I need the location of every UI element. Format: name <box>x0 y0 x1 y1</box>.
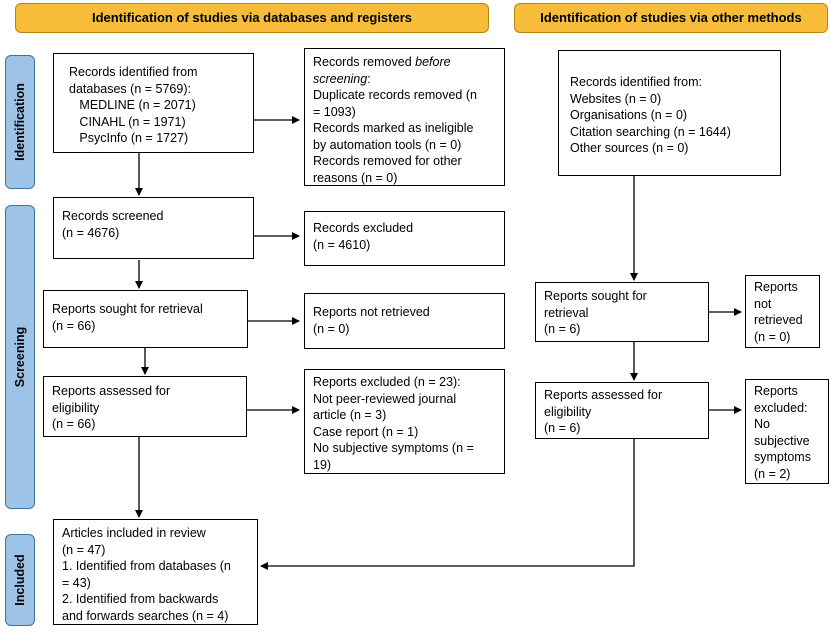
phase-identification: Identification <box>5 55 35 189</box>
header-databases: Identification of studies via databases … <box>15 3 489 33</box>
other-sought-line: (n = 6) <box>544 322 581 336</box>
records-removed-before-screening: Records removed before screening: Duplic… <box>304 48 505 186</box>
other-not-retrieved-line: not <box>754 296 772 311</box>
records-excluded: Records excluded (n = 4610) <box>304 211 505 266</box>
sought-line: (n = 66) <box>52 318 96 333</box>
included-line: 2. Identified from backwards <box>62 592 219 606</box>
not-retrieved-line: Reports not retrieved <box>313 305 430 319</box>
articles-included: Articles included in review (n = 47) 1. … <box>53 519 258 625</box>
other-excluded-line: excluded: <box>754 400 808 415</box>
other-sought-line: retrieval <box>544 305 589 320</box>
other-excluded-line: subjective <box>754 433 810 448</box>
other-line: Citation searching (n = 1644) <box>570 124 731 139</box>
other-line: Websites (n = 0) <box>570 91 662 106</box>
reports-excluded: Reports excluded (n = 23): Not peer-revi… <box>304 369 505 474</box>
reports-excluded-line: Case report (n = 1) <box>313 424 419 439</box>
included-line: (n = 47) <box>62 542 106 557</box>
records-identified-databases: Records identified from databases (n = 5… <box>53 53 254 153</box>
reports-excluded-line: Not peer-reviewed journal <box>313 391 457 406</box>
removed-line: reasons (n = 0) <box>313 170 398 185</box>
other-assessed-line: Reports assessed for <box>544 388 663 402</box>
removed-heading: Records removed before <box>313 55 451 69</box>
removed-line: Records marked as ineligible <box>313 121 474 135</box>
other-excluded-line: symptoms <box>754 450 811 464</box>
reports-excluded-line: No subjective symptoms (n = <box>313 441 474 455</box>
included-line: 1. Identified from databases (n <box>62 559 231 573</box>
other-reports-sought: Reports sought for retrieval (n = 6) <box>535 282 709 342</box>
other-sought-line: Reports sought for <box>544 289 647 303</box>
removed-line: Duplicate records removed (n <box>313 88 477 102</box>
assessed-line: (n = 66) <box>52 417 96 431</box>
db-line: PsycInfo (n = 1727) <box>69 131 189 145</box>
other-assessed-line: eligibility <box>544 404 592 419</box>
db-line: CINAHL (n = 1971) <box>69 114 186 129</box>
reports-excluded-line: 19) <box>313 457 332 472</box>
other-excluded-line: Reports <box>754 384 798 398</box>
other-line: Organisations (n = 0) <box>570 108 688 122</box>
other-not-retrieved-line: Reports <box>754 280 798 294</box>
not-retrieved-line: (n = 0) <box>313 321 350 336</box>
removed-line: by automation tools (n = 0) <box>313 137 462 152</box>
other-excluded-line: No <box>754 417 770 431</box>
phase-included: Included <box>5 534 35 626</box>
reports-not-retrieved: Reports not retrieved (n = 0) <box>304 293 505 349</box>
records-screened: Records screened (n = 4676) <box>53 197 254 259</box>
other-line: Other sources (n = 0) <box>570 141 689 155</box>
included-line: Articles included in review <box>62 526 206 540</box>
other-reports-assessed: Reports assessed for eligibility (n = 6) <box>535 382 709 439</box>
db-line: Records identified from <box>69 65 198 79</box>
excluded-line: Records excluded <box>313 221 414 235</box>
screened-line: Records screened <box>62 209 164 223</box>
removed-line: = 1093) <box>313 104 356 119</box>
sought-line: Reports sought for retrieval <box>52 302 203 316</box>
removed-heading-2: screening: <box>313 71 371 86</box>
db-line: databases (n = 5769): <box>69 81 191 96</box>
other-reports-excluded: Reports excluded: No subjective symptoms… <box>745 379 829 484</box>
reports-assessed-eligibility: Reports assessed for eligibility (n = 66… <box>43 376 247 437</box>
reports-excluded-line: Reports excluded (n = 23): <box>313 375 461 389</box>
assessed-line: Reports assessed for <box>52 384 171 398</box>
reports-excluded-line: article (n = 3) <box>313 408 387 422</box>
screened-line: (n = 4676) <box>62 225 120 240</box>
header-other-methods: Identification of studies via other meth… <box>514 3 828 33</box>
reports-sought-retrieval: Reports sought for retrieval (n = 66) <box>43 290 248 348</box>
removed-line: Records removed for other <box>313 154 462 168</box>
records-identified-other: Records identified from: Websites (n = 0… <box>558 50 781 176</box>
assessed-line: eligibility <box>52 400 100 415</box>
other-line: Records identified from: <box>570 75 703 89</box>
included-line: = 43) <box>62 575 91 590</box>
other-excluded-line: (n = 2) <box>754 466 791 481</box>
excluded-line: (n = 4610) <box>313 237 371 252</box>
other-reports-not-retrieved: Reports not retrieved (n = 0) <box>745 275 820 348</box>
other-not-retrieved-line: (n = 0) <box>754 329 791 344</box>
phase-screening: Screening <box>5 205 35 509</box>
other-assessed-line: (n = 6) <box>544 421 581 435</box>
included-line: and forwards searches (n = 4) <box>62 608 229 623</box>
other-not-retrieved-line: retrieved <box>754 313 803 327</box>
db-line: MEDLINE (n = 2071) <box>69 98 196 112</box>
